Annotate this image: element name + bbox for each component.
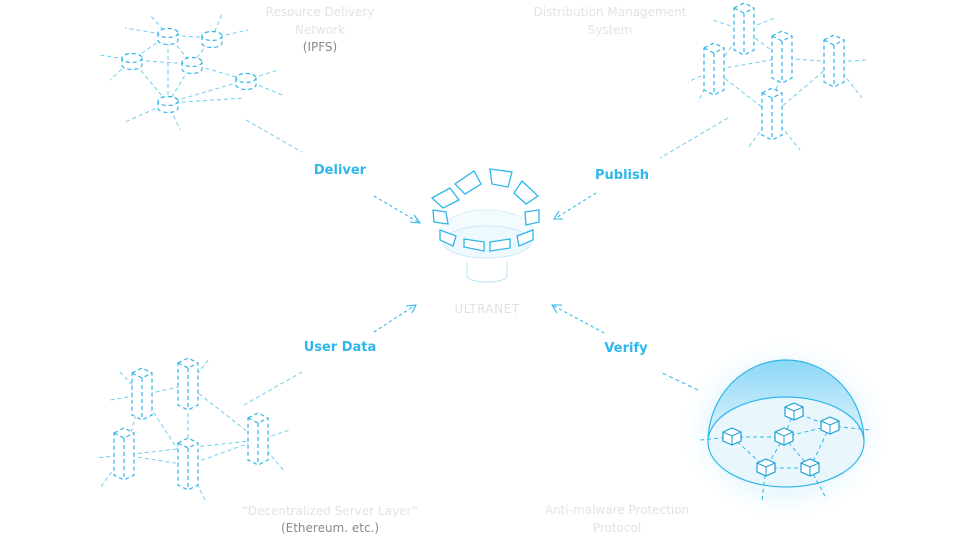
ipfs-node-subtitle: (IPFS) — [302, 40, 338, 54]
ultranet-hub-graphic — [430, 168, 540, 283]
verify-edge-label: Verify — [604, 341, 648, 356]
user-data-edge-label: User Data — [303, 340, 377, 355]
dsl-towers-graphic — [95, 357, 303, 501]
ipfs-network-graphic — [99, 13, 303, 153]
flow-arrows — [373, 192, 605, 334]
dsl-node-subtitle: (Ethereum. etc.) — [280, 521, 380, 535]
ultranet-hub-label: ULTRANET — [454, 302, 520, 316]
deliver-edge-label: Deliver — [313, 163, 367, 178]
dsl-node-title: “Decentralized Server Layer” — [241, 504, 419, 518]
dms-towers-graphic — [659, 2, 867, 159]
publish-edge-label: Publish — [595, 168, 649, 183]
amp-dome-graphic — [659, 335, 895, 525]
